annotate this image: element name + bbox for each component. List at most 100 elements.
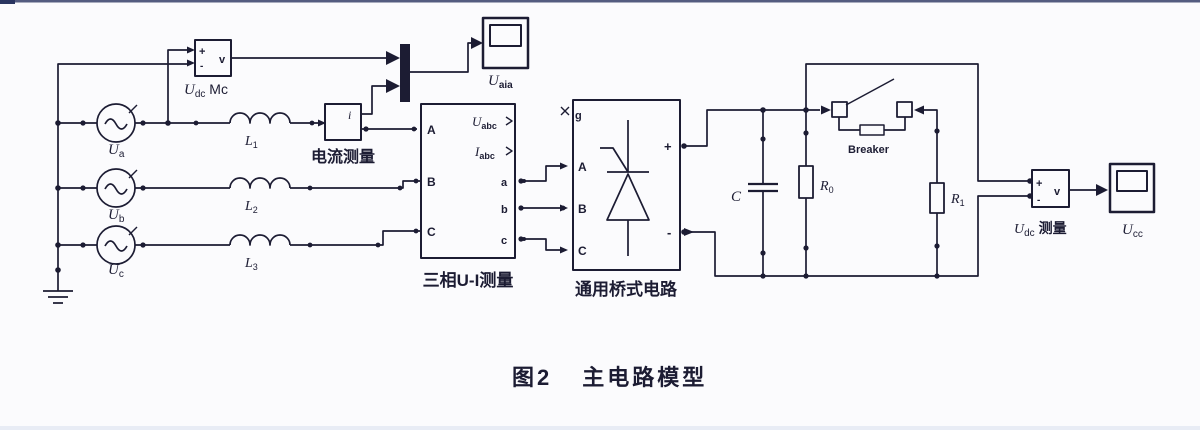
resistor-r1-label: R1	[950, 192, 965, 208]
bridge-minus-port: -	[667, 225, 671, 240]
breaker-arm-icon	[845, 78, 895, 106]
junction-dots	[55, 107, 1033, 279]
positive-sense-loop-wire	[805, 63, 1028, 182]
sine-icon	[104, 240, 128, 252]
phase-b-wire	[58, 177, 421, 189]
bottom-edge-strip	[0, 426, 1200, 430]
meter-out-c: c	[501, 235, 507, 247]
top-edge-line	[0, 0, 1200, 3]
sensor-input-arrow-icon	[318, 119, 326, 127]
thyristor-icon	[600, 120, 650, 256]
three-phase-meter-label: 三相U-I测量	[423, 270, 514, 290]
bridge-c-arrow-icon	[560, 246, 568, 254]
bridge-a-arrow-icon	[560, 162, 568, 170]
ac-source-uc	[96, 225, 138, 265]
scope-screen-icon	[489, 24, 522, 47]
source-uc-label: Uc	[108, 262, 124, 280]
scope-top-label: Uaia	[488, 73, 513, 91]
ground-icon	[43, 290, 73, 304]
mux-input-arrow-icon	[386, 79, 400, 93]
scope-screen-icon	[1116, 170, 1148, 192]
scope-input-arrow-icon	[471, 37, 483, 49]
vm-minus-sign: -	[200, 61, 203, 72]
dcvm-v-port: v	[1054, 186, 1061, 198]
meter-port-a: A	[427, 123, 436, 137]
inductor-l2-label: L2	[244, 199, 258, 215]
inductor-l2-coil	[229, 177, 291, 189]
iabc-out-port-icon	[505, 146, 513, 156]
breaker-coil-icon	[859, 124, 885, 136]
source-ua-label: Ua	[108, 142, 125, 160]
meter-port-b: B	[427, 175, 436, 189]
top-left-corner-mark	[0, 0, 15, 4]
capacitor-label: C	[731, 189, 742, 205]
resistor-icon	[798, 165, 814, 199]
mux-to-scope-wire	[410, 42, 472, 73]
source-ub-label: Ub	[108, 207, 125, 225]
ac-source-ua	[96, 103, 138, 143]
polarity-arrow-icon	[128, 169, 138, 179]
inductor-l1-label: L1	[244, 134, 258, 150]
bridge-minus-arrow-icon	[684, 228, 694, 236]
resistor-r0-branch	[798, 110, 814, 276]
breaker-label: Breaker	[848, 144, 890, 156]
three-phase-meter-block	[420, 103, 516, 259]
meter-out-b: b	[501, 204, 508, 216]
phase-c-wire	[58, 230, 421, 246]
scope-input-arrow-icon	[1096, 184, 1108, 196]
scope-right-label: Ucc	[1122, 222, 1143, 240]
breaker-block	[831, 78, 938, 183]
inductor-l3-coil	[229, 234, 291, 246]
dc-voltmeter-label: Udc 测量	[1014, 220, 1067, 239]
dc-negative-rail	[684, 195, 1028, 277]
dcvm-plus-sign: +	[1036, 178, 1042, 190]
voltmeter-plus-arrow-icon	[187, 46, 195, 54]
current-sensor-block	[324, 85, 417, 141]
breaker-left-arrow-icon	[821, 105, 831, 115]
mux-input-arrow-icon	[386, 51, 400, 65]
vm-plus-sign: +	[199, 46, 205, 58]
ground-bus	[43, 63, 190, 304]
capacitor-icon	[748, 182, 778, 193]
meter-uabc-out: Uabc	[472, 114, 497, 131]
current-sensor-i-port: i	[348, 108, 351, 122]
mux-bar	[400, 44, 410, 102]
universal-bridge-block	[560, 99, 681, 271]
polarity-arrow-icon	[128, 104, 138, 114]
source-voltmeter-block	[194, 39, 387, 77]
sine-icon	[104, 183, 128, 195]
bridge-port-b: B	[578, 202, 587, 216]
voltmeter-minus-arrow-icon	[187, 59, 195, 67]
bridge-port-a: A	[578, 160, 587, 174]
meter-port-c: C	[427, 225, 436, 239]
meter-to-bridge-wires	[521, 165, 566, 251]
breaker-right-arrow-icon	[914, 105, 924, 115]
inductor-l3-label: L3	[244, 256, 258, 272]
voltmeter-plus-tap-wire	[167, 49, 190, 123]
sine-icon	[104, 118, 128, 130]
gate-unconnected-x-icon	[560, 106, 570, 116]
meter-iabc-out: Iabc	[474, 144, 495, 161]
scope-right	[1108, 162, 1156, 214]
current-signal-wire	[361, 85, 386, 115]
source-voltmeter-label: Udc Mc	[184, 81, 228, 100]
uabc-out-port-icon	[505, 116, 513, 126]
inductor-l1-coil	[229, 112, 291, 124]
meter-out-a: a	[501, 177, 508, 189]
polarity-arrow-icon	[128, 226, 138, 236]
bridge-plus-port: +	[664, 139, 672, 154]
dcvm-minus-sign: -	[1037, 195, 1040, 206]
capacitor-branch	[748, 110, 778, 276]
bridge-port-c: C	[578, 244, 587, 258]
resistor-r0-label: R0	[819, 179, 834, 195]
scope-icon	[1108, 162, 1156, 214]
ac-source-ub	[96, 168, 138, 208]
bridge-gate-port: g	[575, 110, 582, 122]
current-sensor-label: 电流测量	[311, 147, 375, 166]
breaker-to-r1-wire	[924, 109, 938, 183]
dc-voltmeter-block	[1031, 169, 1097, 208]
vm-v-port: v	[219, 54, 226, 66]
